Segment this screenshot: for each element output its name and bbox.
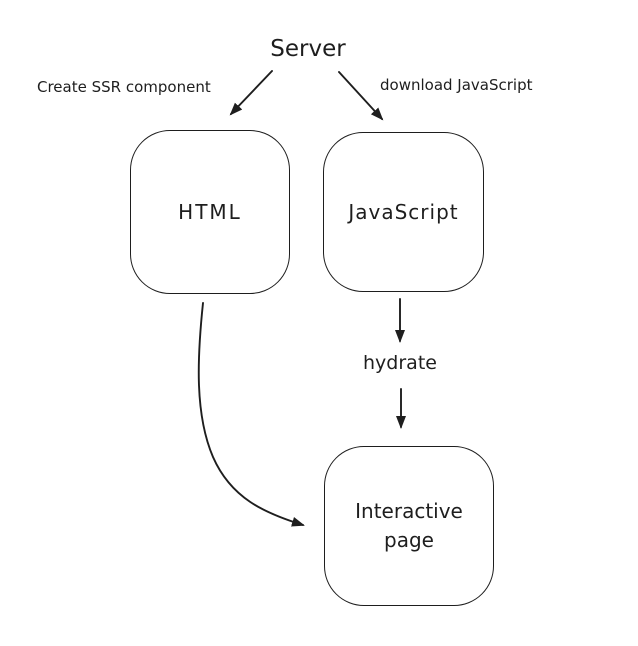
node-javascript: JavaScript xyxy=(323,132,484,292)
node-html: HTML xyxy=(130,130,290,294)
diagram-title: Server xyxy=(270,36,346,62)
arrow-html-to-interactive xyxy=(197,302,305,527)
node-interactive-page: Interactive page xyxy=(324,446,494,606)
arrow-server-to-html xyxy=(229,70,273,116)
arrow-server-to-javascript xyxy=(338,71,384,121)
node-html-label: HTML xyxy=(178,199,242,224)
node-interactive-page-label-line2: page xyxy=(384,528,434,552)
node-interactive-page-label-line1: Interactive xyxy=(355,499,463,523)
edge-label-create-ssr-component: Create SSR component xyxy=(37,78,211,96)
edge-label-download-javascript: download JavaScript xyxy=(380,76,533,94)
edge-label-hydrate: hydrate xyxy=(363,352,437,374)
node-javascript-label: JavaScript xyxy=(348,199,459,224)
